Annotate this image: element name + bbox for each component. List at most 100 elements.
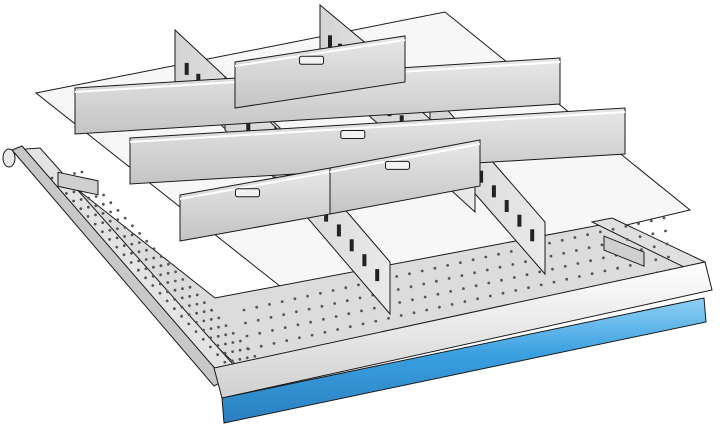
perforation-hole — [145, 248, 148, 252]
perforation-hole — [575, 249, 578, 252]
perforation-hole — [181, 278, 185, 281]
perforation-hole — [460, 274, 464, 277]
perforation-hole — [166, 290, 169, 294]
perforation-hole — [446, 264, 449, 267]
perforation-hole — [217, 325, 220, 329]
perforation-hole — [600, 243, 604, 247]
divider-slot — [196, 73, 201, 86]
perforation-hole — [253, 354, 257, 358]
perforation-hole — [435, 279, 438, 283]
perforation-hole — [509, 250, 513, 253]
perforation-hole — [231, 350, 235, 353]
divider-slot — [362, 254, 367, 267]
perforation-hole — [471, 258, 475, 262]
perforation-hole — [173, 307, 176, 310]
perforation-hole — [238, 357, 242, 361]
perforation-hole — [562, 251, 566, 255]
divider-top-edge — [129, 111, 626, 143]
perforation-hole — [151, 284, 155, 287]
perforation-hole — [422, 282, 426, 286]
right-slot-block — [603, 235, 645, 267]
perforation-hole — [387, 316, 390, 320]
perforation-hole — [331, 289, 335, 292]
perforation-hole — [80, 170, 84, 174]
left-slot-block — [57, 171, 99, 196]
perforation-hole — [357, 283, 360, 287]
perforation-hole — [398, 301, 402, 304]
perforation-hole — [72, 190, 76, 194]
perforation-hole — [187, 322, 191, 326]
perforation-hole — [358, 296, 362, 300]
perforation-hole — [538, 270, 542, 274]
perforation-hole — [548, 241, 551, 245]
perforation-hole — [336, 328, 339, 331]
perforation-hole — [463, 300, 467, 303]
drawer-front-blue-strip — [221, 297, 707, 424]
perforation-hole — [283, 326, 287, 329]
perforation-hole — [130, 251, 133, 255]
perforation-hole — [187, 313, 191, 317]
perforation-hole — [244, 321, 247, 325]
perforation-hole — [512, 276, 516, 279]
perforation-hole — [500, 278, 503, 282]
perforation-hole — [180, 305, 184, 309]
perforation-hole — [333, 302, 336, 305]
perforation-hole — [145, 239, 149, 243]
perforation-hole — [361, 322, 365, 326]
perforation-hole — [223, 351, 227, 355]
perforation-hole — [152, 256, 156, 260]
perforation-hole — [130, 233, 134, 237]
perforation-hole — [201, 337, 205, 341]
perforation-hole — [255, 305, 259, 309]
perforation-hole — [231, 331, 235, 335]
perforation-hole — [167, 262, 170, 266]
divider-slot — [184, 62, 189, 75]
perforation-hole — [137, 250, 141, 254]
perforation-hole — [109, 210, 112, 214]
perforation-hole — [129, 261, 133, 264]
perforation-hole — [144, 276, 148, 280]
divider-slot — [324, 209, 329, 222]
divider-tab — [340, 130, 366, 139]
perforation-hole — [628, 264, 632, 267]
perforation-hole — [224, 324, 228, 327]
perforation-hole — [640, 248, 643, 252]
perforation-hole — [116, 209, 120, 212]
perforation-hole — [195, 311, 199, 315]
perforation-hole — [259, 344, 263, 348]
perforation-hole — [649, 219, 653, 223]
perforation-hole — [293, 297, 297, 301]
perforation-hole — [280, 300, 284, 303]
perforation-hole — [345, 299, 349, 303]
divider-slot — [246, 122, 251, 135]
perforation-hole — [501, 291, 505, 295]
perforation-hole — [438, 305, 441, 309]
perforation-hole — [180, 314, 184, 318]
perforation-hole — [590, 272, 594, 276]
perforation-hole — [258, 331, 262, 335]
perforation-hole — [395, 275, 399, 278]
divider-panel-icon — [234, 35, 406, 109]
perforation-hole — [551, 267, 554, 271]
perforation-hole — [539, 283, 543, 287]
long-dividers — [74, 35, 626, 242]
perforation-hole — [576, 262, 580, 265]
perforation-hole — [158, 291, 162, 295]
perforation-hole — [224, 342, 227, 346]
perforation-hole — [123, 216, 127, 220]
perforation-hole — [665, 242, 669, 246]
perforation-hole — [173, 279, 177, 283]
perforation-hole — [166, 271, 170, 275]
perforation-hole — [195, 293, 199, 297]
perforation-hole — [158, 282, 162, 286]
perforation-hole — [116, 218, 120, 222]
perforation-hole — [202, 319, 206, 323]
perforation-hole — [334, 315, 338, 318]
perforation-hole — [611, 227, 615, 231]
divider-tab — [235, 188, 260, 198]
perforation-hole — [231, 341, 235, 344]
perforation-hole — [484, 255, 488, 259]
perforation-hole — [102, 193, 105, 197]
perforation-hole — [115, 236, 119, 240]
